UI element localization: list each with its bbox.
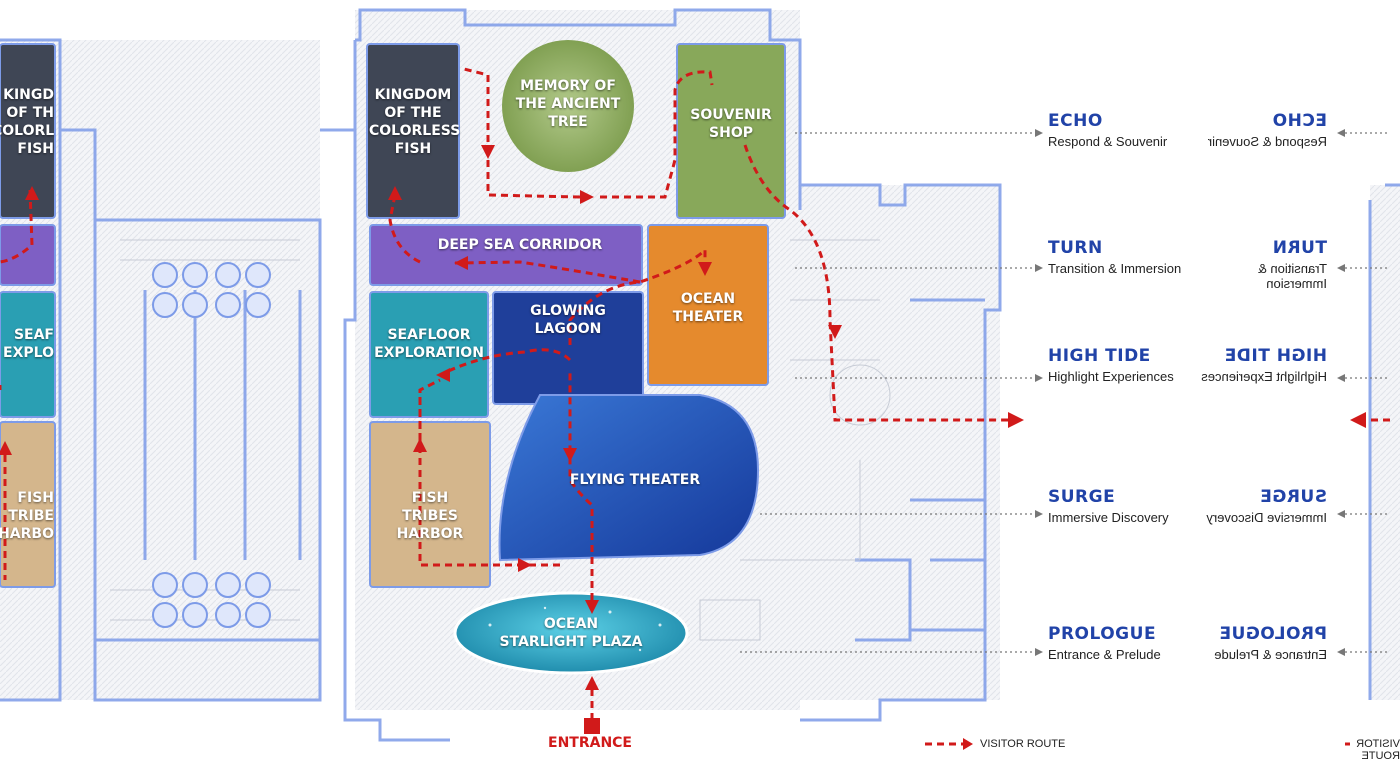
arrow-up-icon (25, 186, 39, 200)
route-legend-label: VISITOR ROUTE (980, 738, 1066, 750)
arrow-down-icon (563, 448, 577, 462)
arrow-right-icon (1008, 412, 1024, 428)
legend-subtitle: Immersive Discovery (1206, 510, 1327, 525)
label-fish-tribes: Fish Tribes Harbor (396, 490, 464, 542)
left-label-fish: Fish Tribe Harbo (0, 490, 54, 542)
entrance-marker-icon (584, 718, 600, 734)
legend-high-tide: HIGH TIDE Highlight Experiences (1048, 346, 1174, 384)
legend-mirror-echo: ECHO Respond & Souvenir (1195, 111, 1327, 149)
legend-title: TURN (1048, 238, 1103, 258)
legend-subtitle: Highlight Experiences (1201, 369, 1327, 384)
arrow-right-icon (963, 738, 973, 750)
arrow-up-icon (585, 676, 599, 690)
legend-subtitle: Immersive Discovery (1048, 510, 1169, 525)
arrow-up-icon (0, 441, 12, 455)
arrow-down-icon (585, 600, 599, 614)
label-kingdom: Kingdom of the Colorless Fish (369, 87, 461, 157)
legend-title: SURGE (1259, 487, 1327, 507)
legend-mirror-surge: SURGE Immersive Discovery (1195, 487, 1327, 525)
arrow-right-icon (580, 190, 594, 204)
legend-mirror-high-tide: HIGH TIDE Highlight Experiences (1195, 346, 1327, 384)
plaza-stars (488, 606, 662, 652)
legend-title: TURN (1272, 238, 1327, 258)
legend-mirror-prologue: PROLOGUE Entrance & Prelude (1195, 624, 1327, 662)
label-seafloor: Seafloor Exploration (374, 327, 484, 361)
legend-arrowheads (1035, 129, 1345, 656)
zone-memory[interactable] (502, 40, 634, 172)
legend-surge: SURGE Immersive Discovery (1048, 487, 1169, 525)
label-starlight: Ocean Starlight Plaza (499, 616, 643, 650)
legend-title: ECHO (1272, 111, 1327, 131)
arrow-left-icon (1350, 412, 1366, 428)
left-zone-kingdom[interactable] (0, 43, 56, 219)
left-label-kingdom: Kingd of th Colorl Fish (0, 87, 55, 157)
route-arrows (0, 145, 1366, 750)
building-walls (0, 8, 1400, 742)
legend-title: SURGE (1048, 487, 1116, 507)
left-label-clip: Kingd of th Colorl Fish Seaf Explo Fish … (0, 0, 55, 780)
zone-starlight[interactable] (453, 591, 689, 675)
legend-subtitle: Entrance & Prelude (1048, 647, 1161, 662)
label-memory: Memory of the Ancient Tree (515, 78, 621, 130)
left-zone-fish[interactable] (0, 421, 56, 588)
visitor-route (0, 66, 1390, 746)
arrow-down-icon (828, 325, 842, 339)
legend-subtitle: Transition & Immersion (1048, 261, 1182, 276)
arrow-left-icon (454, 256, 468, 270)
legend-connectors (740, 132, 1390, 653)
zone-souvenir[interactable] (676, 43, 786, 219)
label-glowing: Glowing Lagoon (530, 303, 606, 337)
arrow-right-icon (518, 558, 532, 572)
zone-seafloor[interactable] (369, 291, 489, 418)
legend-prologue: PROLOGUE Entrance & Prelude (1048, 624, 1161, 662)
legend-title: ECHO (1048, 111, 1103, 131)
legend-title: HIGH TIDE (1224, 346, 1327, 366)
legend-turn: TURN Transition & Immersion (1048, 238, 1181, 276)
label-deepsea: Deep Sea Corridor (437, 237, 603, 253)
zone-ocean-theater[interactable] (647, 224, 769, 386)
legend-subtitle: Transition & Immersion (1258, 261, 1327, 291)
legend-echo: ECHO Respond & Souvenir (1048, 111, 1167, 149)
legend-subtitle: Entrance & Prelude (1214, 647, 1327, 662)
legend-title: PROLOGUE (1048, 624, 1157, 644)
label-souvenir: Souvenir Shop (690, 107, 772, 141)
label-ocean-theater: Ocean Theater (672, 291, 744, 325)
cylinder-columns (152, 262, 271, 628)
arrow-up-icon (388, 186, 402, 200)
arrow-down-icon (481, 145, 495, 159)
zone-kingdom[interactable] (366, 43, 460, 219)
label-flying: Flying Theater (569, 472, 701, 488)
legend-subtitle: Respond & Souvenir (1207, 134, 1327, 149)
left-zone-deepsea[interactable] (0, 224, 56, 286)
left-label-seafloor: Seaf Explo (3, 327, 54, 361)
zone-flying[interactable] (498, 394, 760, 562)
arrow-down-icon (698, 262, 712, 276)
legend-title: PROLOGUE (1218, 624, 1327, 644)
zone-fish-tribes[interactable] (369, 421, 491, 588)
arrow-left-icon (436, 368, 450, 382)
entrance-label: ENTRANCE (548, 735, 632, 751)
legend-title: HIGH TIDE (1048, 346, 1151, 366)
legend-subtitle: Highlight Experiences (1048, 369, 1174, 384)
arrow-up-icon (413, 438, 427, 452)
legend-mirror-turn: TURN Transition & Immersion (1195, 238, 1327, 291)
left-zone-seafloor[interactable] (0, 291, 56, 418)
route-legend-label-mirror: VISITOR ROUTE (1356, 738, 1400, 762)
legend-subtitle: Respond & Souvenir (1048, 134, 1168, 149)
